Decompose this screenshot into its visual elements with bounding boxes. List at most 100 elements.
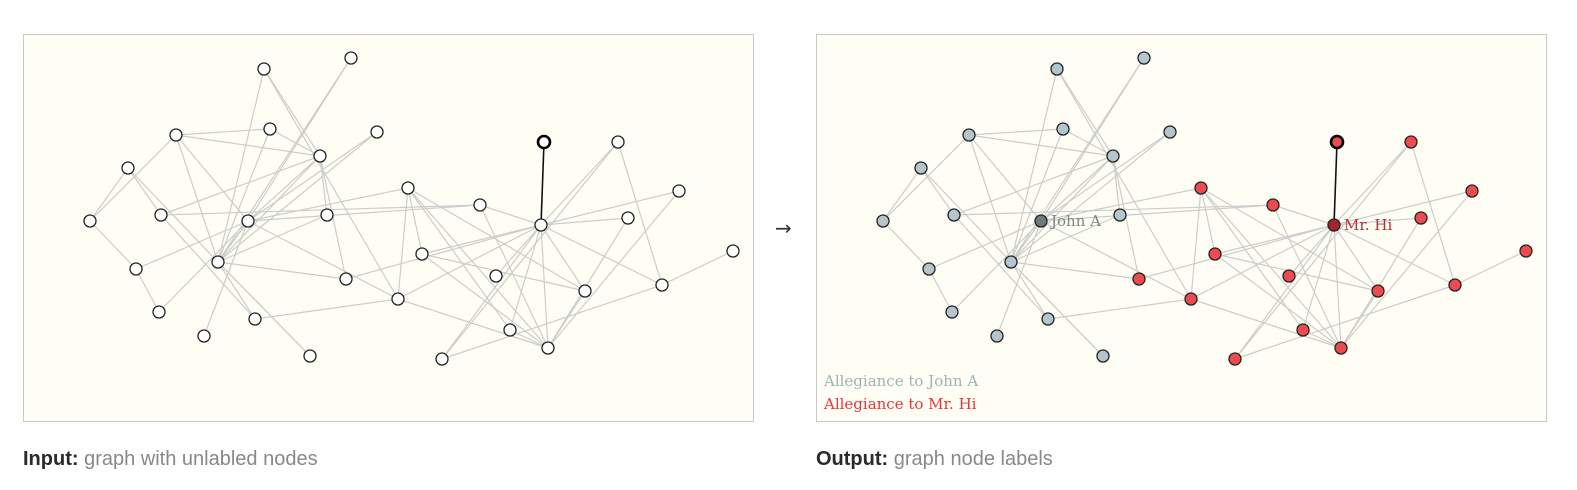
graph-edge <box>1214 253 1379 292</box>
graph-node <box>1004 255 1018 269</box>
graph-node <box>1096 349 1110 363</box>
graph-edge <box>951 220 1042 313</box>
graph-edge <box>1200 187 1216 255</box>
graph-edge <box>1056 68 1192 300</box>
graph-node <box>83 214 97 228</box>
graph-edge <box>1340 190 1473 349</box>
john-a-label: John A <box>1049 212 1101 230</box>
graph-node <box>1266 198 1280 212</box>
graph-edge <box>1234 284 1456 360</box>
graph-edge <box>441 224 542 360</box>
graph-edge <box>217 128 271 263</box>
graph-edge <box>1056 68 1114 157</box>
graph-edge <box>547 190 680 349</box>
leader-node <box>1327 218 1341 232</box>
graph-node <box>415 247 429 261</box>
graph-edge <box>407 187 423 255</box>
graph-edge <box>263 68 321 157</box>
graph-edge <box>1010 131 1171 263</box>
graph-node <box>541 341 555 355</box>
graph-node <box>121 161 135 175</box>
graph-node <box>1448 278 1462 292</box>
graph-edge <box>1010 128 1064 263</box>
graph-node <box>313 149 327 163</box>
input-graph-panel <box>23 34 754 422</box>
graph-edge <box>509 329 549 349</box>
graph-node <box>990 329 1004 343</box>
graph-edge <box>540 224 586 292</box>
graph-node <box>1465 184 1479 198</box>
graph-node <box>1194 181 1208 195</box>
graph-edge <box>254 298 399 320</box>
graph-edge <box>1040 220 1192 300</box>
graph-edge <box>247 155 321 222</box>
query-node <box>1329 134 1345 150</box>
graph-edge <box>1190 224 1335 300</box>
input-caption: Input: graph with unlabled nodes <box>23 448 318 471</box>
graph-edge <box>1333 224 1456 286</box>
graph-edge <box>135 268 160 313</box>
graph-edge <box>263 68 399 300</box>
graph-edge <box>920 167 955 216</box>
graph-node <box>339 272 353 286</box>
graph-node <box>1113 208 1127 222</box>
graph-edge <box>319 155 328 216</box>
graph-edge <box>217 261 311 357</box>
graph-node <box>1296 323 1310 337</box>
graph-edge <box>1190 187 1202 300</box>
graph-node <box>1137 51 1151 65</box>
graph-edge <box>1410 141 1456 286</box>
graph-node <box>945 305 959 319</box>
graph-node <box>672 184 686 198</box>
graph-node <box>263 122 277 136</box>
graph-edge <box>175 134 321 157</box>
graph-node <box>914 161 928 175</box>
graph-edge <box>441 284 663 360</box>
graph-edge <box>160 155 321 216</box>
graph-node <box>1050 62 1064 76</box>
graph-edge <box>968 134 1012 263</box>
graph-edge <box>1200 187 1304 331</box>
graph-node <box>169 128 183 142</box>
graph-edge <box>1040 57 1145 222</box>
input-caption-bold: Input: <box>23 448 79 470</box>
graph-edge <box>1272 204 1335 226</box>
graph-node <box>876 214 890 228</box>
graph-edge <box>1333 190 1473 226</box>
highlighted-edge <box>540 141 545 226</box>
graph-edge <box>1010 261 1104 357</box>
graph-edge <box>397 298 549 349</box>
graph-edge <box>217 261 347 280</box>
graph-edge <box>1010 261 1049 320</box>
graph-node <box>129 262 143 276</box>
graph-node <box>1184 292 1198 306</box>
graph-edge <box>540 224 549 349</box>
output-caption: Output: graph node labels <box>816 448 1053 471</box>
graph-edge <box>158 220 249 313</box>
graph-edge <box>217 155 321 263</box>
graph-edge <box>421 253 549 349</box>
graph-node <box>1041 312 1055 326</box>
graph-node <box>152 305 166 319</box>
graph-node <box>344 51 358 65</box>
graph-edge <box>882 220 930 270</box>
graph-node <box>1334 341 1348 355</box>
graph-edge <box>421 224 542 255</box>
graph-node <box>473 198 487 212</box>
graph-edge <box>1112 155 1121 216</box>
graph-node <box>1106 149 1120 163</box>
graph-edge <box>397 224 542 300</box>
graph-edge <box>540 190 680 226</box>
graph-edge <box>217 68 265 263</box>
graph-edge <box>479 204 549 349</box>
graph-edge <box>1302 329 1342 349</box>
graph-edge <box>547 217 629 349</box>
graph-node <box>1228 352 1242 366</box>
graph-node <box>303 349 317 363</box>
graph-edge <box>89 167 129 222</box>
graph-edge <box>968 134 1042 222</box>
graph-edge <box>540 217 629 226</box>
graph-edge <box>882 134 970 222</box>
leader-node <box>1034 214 1048 228</box>
